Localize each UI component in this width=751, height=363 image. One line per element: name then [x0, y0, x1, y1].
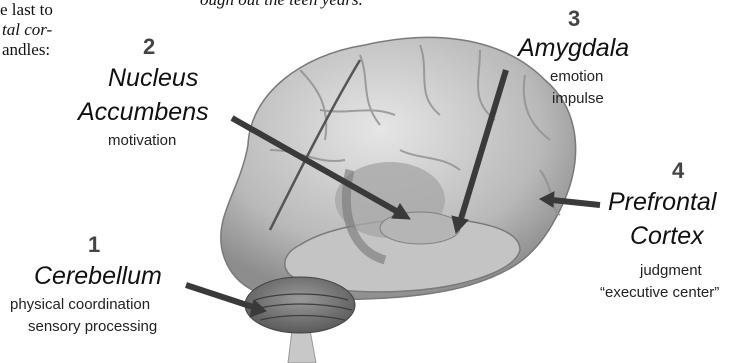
label-3-number: 3: [568, 6, 580, 32]
label-1-line-2: sensory processing: [28, 318, 157, 335]
label-2-number: 2: [143, 34, 155, 60]
label-2-title-line-1: Nucleus: [108, 64, 198, 93]
label-3-line-2: impulse: [552, 90, 604, 107]
label-2-title-line-2: Accumbens: [78, 98, 209, 127]
label-1-number: 1: [88, 232, 100, 258]
label-3-title: Amygdala: [518, 34, 629, 63]
label-4-title-line-2: Cortex: [630, 222, 704, 251]
label-1-line-1: physical coordination: [10, 296, 150, 313]
label-2-line-1: motivation: [108, 132, 176, 149]
brain-stem: [288, 330, 316, 363]
cerebellum-shape: [245, 277, 355, 333]
label-4-line-2: “executive center”: [600, 284, 719, 301]
label-4-number: 4: [672, 158, 684, 184]
label-4-line-1: judgment: [640, 262, 702, 279]
label-3-line-1: emotion: [550, 68, 603, 85]
label-4-title-line-1: Prefrontal: [608, 188, 716, 217]
label-1-title: Cerebellum: [34, 262, 162, 291]
